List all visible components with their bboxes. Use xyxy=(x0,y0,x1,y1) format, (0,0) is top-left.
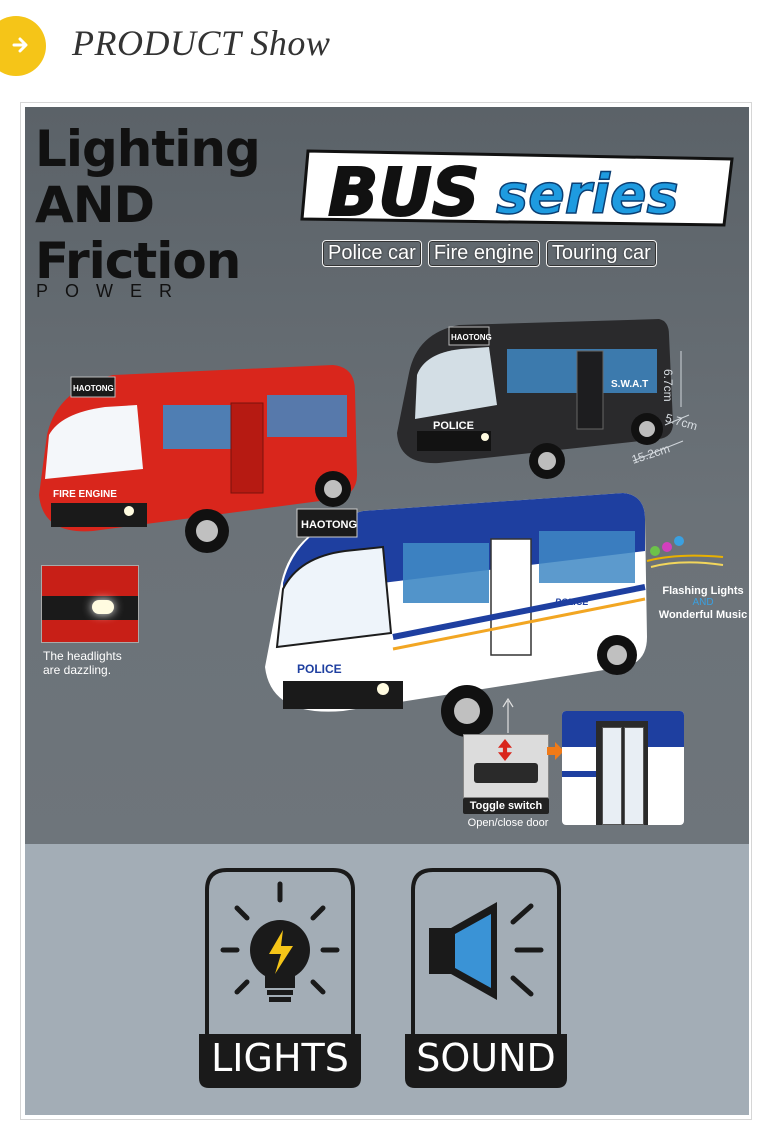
arrow-up-icon xyxy=(502,697,514,733)
dim-height: 6.7cm xyxy=(661,369,675,402)
feature-card-sound: SOUND xyxy=(401,866,571,1092)
headline-line-3: Friction xyxy=(35,232,241,290)
black-bus-swat-text: S.W.A.T xyxy=(611,379,648,390)
tag-police-car: Police car xyxy=(322,240,422,267)
arrow-right-icon xyxy=(547,742,564,760)
page-header: PRODUCT Show xyxy=(0,0,770,96)
tag-touring-car: Touring car xyxy=(545,240,657,267)
bus-word: BUS xyxy=(328,154,479,231)
feature-line-1: Flashing Lights xyxy=(662,585,744,597)
dimension-lines xyxy=(632,351,690,462)
door-closeup-image xyxy=(562,711,684,825)
product-poster: Lighting AND Friction POWER BUS series P… xyxy=(25,107,749,844)
music-notes-icon xyxy=(646,536,724,568)
category-tags: Police car Fire engine Touring car xyxy=(322,240,657,267)
tag-fire-engine: Fire engine xyxy=(427,240,540,267)
headlights-caption-1: The headlights xyxy=(43,649,122,663)
toggle-switch-image xyxy=(463,734,549,798)
feature-line-2: Wonderful Music xyxy=(658,609,748,621)
speaker-icon xyxy=(405,868,567,1088)
feature-label-sound: SOUND xyxy=(416,1036,556,1080)
arrow-right-icon xyxy=(0,16,46,76)
features-section: LIGHTS SOUND xyxy=(25,844,749,1115)
black-bus-brand: HAOTONG xyxy=(451,333,492,342)
toggle-switch-caption: Open/close door xyxy=(467,817,549,829)
power-label: POWER xyxy=(36,281,190,301)
blue-police-bus: HAOTONG POLICE POLICE xyxy=(265,493,647,737)
bus-series-logo: BUS series xyxy=(300,149,734,231)
headline-line-2: AND xyxy=(35,176,155,234)
page-title: PRODUCT Show xyxy=(72,23,331,63)
blue-bus-side-text: POLICE xyxy=(555,597,590,607)
blue-bus-police-text: POLICE xyxy=(297,662,342,676)
headlights-caption-2: are dazzling. xyxy=(43,663,112,677)
red-bus-fire-text: FIRE ENGINE xyxy=(53,489,117,500)
feature-and: AND xyxy=(692,597,714,608)
red-bus-brand: HAOTONG xyxy=(73,384,114,393)
black-bus-police-text: POLICE xyxy=(433,420,474,432)
feature-card-lights: LIGHTS xyxy=(195,866,365,1092)
headline-line-1: Lighting xyxy=(35,120,261,178)
headline: Lighting AND Friction xyxy=(35,120,261,290)
red-fire-engine-bus: HAOTONG FIRE ENGINE xyxy=(39,365,357,553)
blue-bus-brand: HAOTONG xyxy=(301,519,357,531)
lightbulb-icon xyxy=(199,868,361,1088)
feature-label-lights: LIGHTS xyxy=(211,1036,349,1080)
headlight-inset xyxy=(41,565,139,643)
black-swat-bus: HAOTONG POLICE S.W.A.T xyxy=(397,319,673,479)
toggle-switch-label: Toggle switch xyxy=(463,798,549,814)
series-word: series xyxy=(496,163,679,226)
feature-text: Flashing Lights AND Wonderful Music xyxy=(653,585,749,621)
